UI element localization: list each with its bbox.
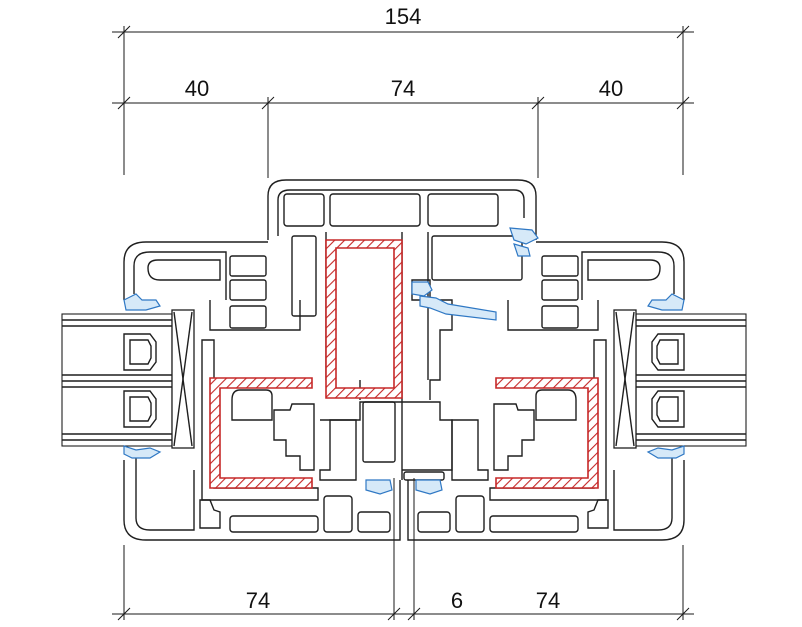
glazing-left: [61, 309, 195, 449]
dim-label-top-center: 74: [391, 76, 415, 101]
dim-label-bottom-right: 74: [536, 588, 560, 613]
glazing-right: [613, 309, 747, 449]
dimension-top-segments: 40 74 40: [112, 76, 694, 178]
dimension-bottom-segments: 74 6 74: [112, 478, 694, 621]
dimension-top-total: 154: [112, 4, 694, 175]
center-chambers: [320, 299, 453, 481]
steel-reinforcement-left: [209, 377, 313, 489]
dim-label-bottom-left: 74: [246, 588, 270, 613]
frame-left: [123, 241, 401, 541]
dim-label-top-right: 40: [599, 76, 623, 101]
dim-label-bottom-gap: 6: [451, 588, 463, 613]
steel-reinforcement-center: [325, 239, 403, 399]
steel-reinforcement-right: [495, 377, 599, 489]
dim-label-total: 154: [385, 4, 422, 29]
gaskets: [123, 227, 685, 495]
dim-label-top-left: 40: [185, 76, 209, 101]
frame-right: [407, 241, 685, 541]
